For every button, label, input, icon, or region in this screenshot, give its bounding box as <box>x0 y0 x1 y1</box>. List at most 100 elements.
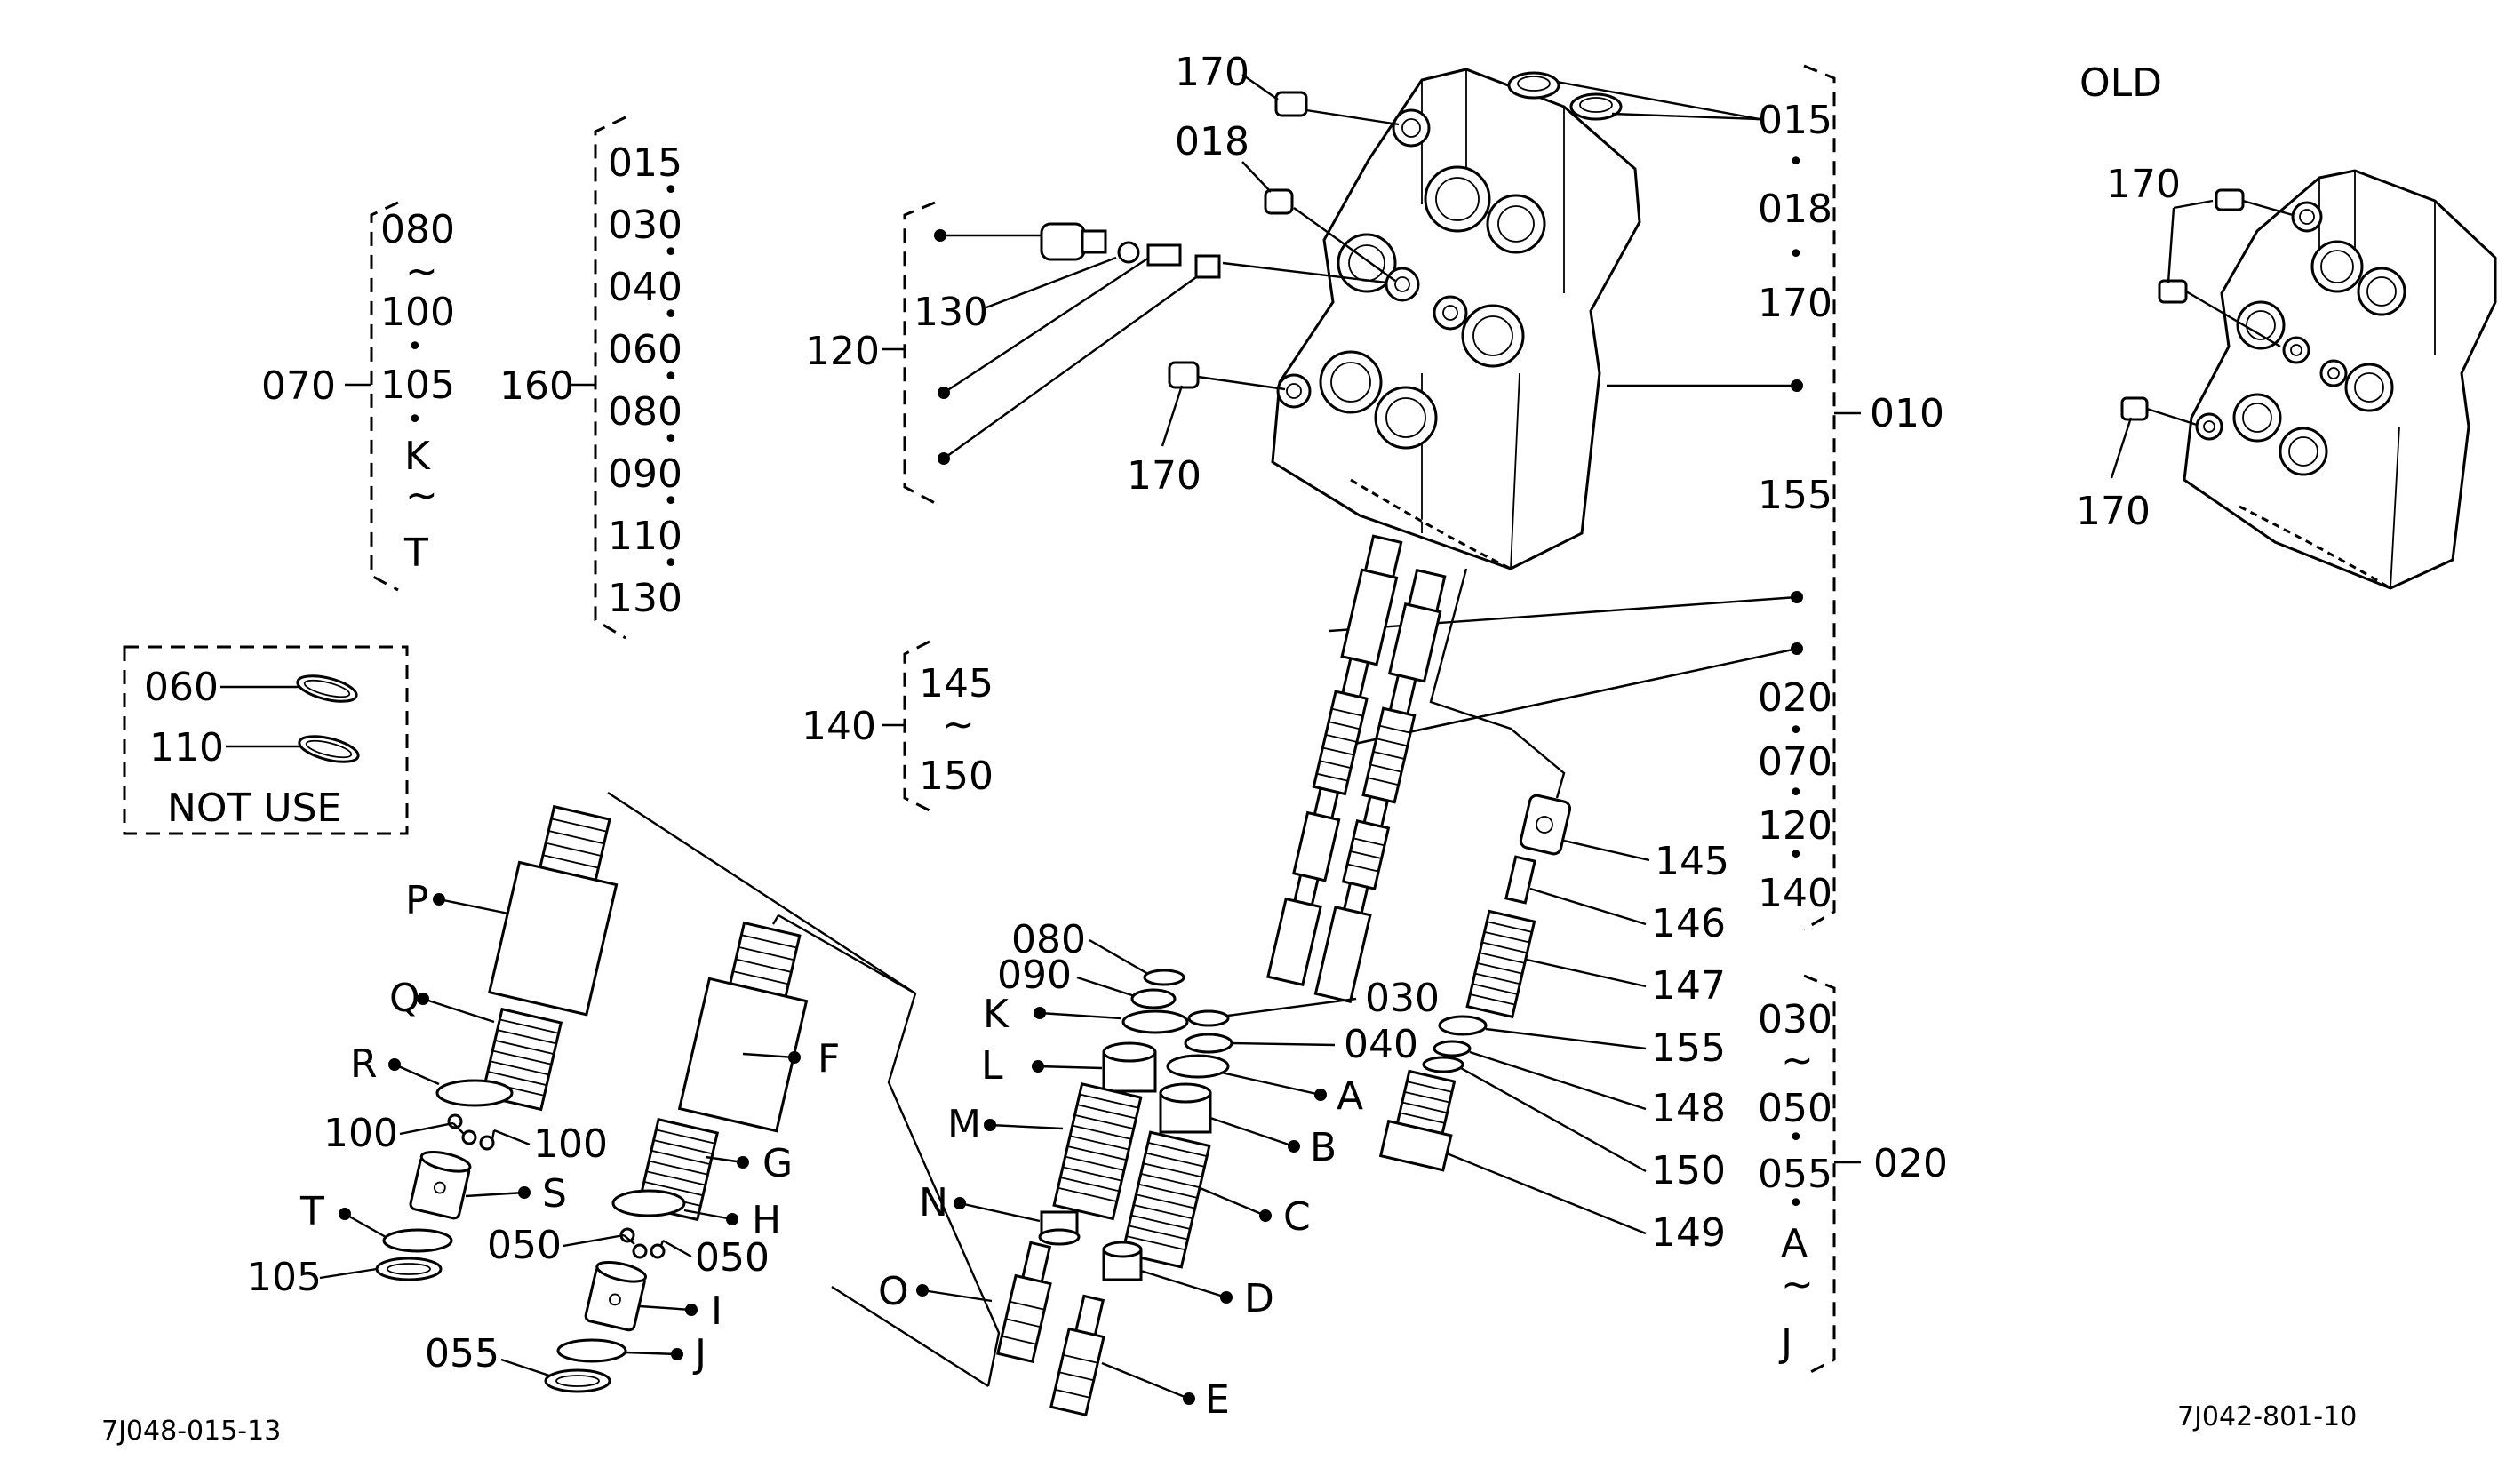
label-110: 110 <box>608 514 682 559</box>
plug-018 <box>1264 188 1294 215</box>
label-146: 146 <box>1651 901 1726 946</box>
label-145: 145 <box>1655 839 1729 884</box>
o-ring-110 <box>298 735 360 763</box>
disc-T <box>382 1228 453 1253</box>
disc-J <box>556 1338 627 1363</box>
label-T: T <box>299 1189 324 1234</box>
bullet: • <box>663 486 679 517</box>
bullet: • <box>1788 840 1804 871</box>
label-130: 130 <box>914 290 988 335</box>
label-R: R <box>350 1041 378 1087</box>
cartridge-P-assembly: P Q R 100 100 S T <box>247 791 1001 1387</box>
label-030: 030 <box>1365 976 1440 1021</box>
label-040: 040 <box>608 265 682 310</box>
poppet-146 <box>1504 855 1536 905</box>
label-080: 080 <box>1011 917 1086 962</box>
label-018: 018 <box>1175 119 1249 164</box>
o-ring-080 <box>1143 969 1185 986</box>
label-170: 170 <box>2076 489 2151 534</box>
label-105: 105 <box>247 1255 322 1300</box>
o-ring-148 <box>1433 1040 1472 1057</box>
label-080: 080 <box>608 389 682 435</box>
seal-A <box>1166 1054 1230 1079</box>
tilde: ~ <box>1781 1262 1814 1307</box>
label-D: D <box>1244 1276 1274 1321</box>
not-use-text: NOT USE <box>167 786 341 831</box>
o-ring-030 <box>1187 1009 1230 1027</box>
group-120-bracket: 120 130 <box>805 201 1221 505</box>
bullet: • <box>663 299 679 331</box>
label-120: 120 <box>1758 803 1832 849</box>
label-145: 145 <box>919 661 994 706</box>
o-ring-060 <box>296 674 358 703</box>
label-170: 170 <box>1175 50 1249 95</box>
label-055: 055 <box>425 1331 499 1376</box>
relief-valve-assembly: 145 146 147 155 148 150 149 <box>1378 568 1729 1256</box>
backup-ring-150 <box>1422 1056 1464 1073</box>
washer-155 <box>1438 1015 1488 1036</box>
drawing-code-right: 7J042-801-10 <box>2177 1401 2357 1432</box>
bullet: • <box>663 362 679 393</box>
label-170: 170 <box>2106 162 2181 207</box>
bullet: • <box>1788 1188 1804 1219</box>
group-070-bracket: 070 080 ~ 100 • 105 • K ~ T <box>261 201 455 592</box>
label-M: M <box>947 1102 981 1147</box>
label-030: 030 <box>1758 997 1832 1042</box>
label-050: 050 <box>695 1235 770 1281</box>
label-050: 050 <box>1758 1086 1832 1131</box>
label-149: 149 <box>1651 1210 1726 1256</box>
label-O: O <box>878 1269 909 1314</box>
label-020: 020 <box>1873 1141 1948 1186</box>
bullet-2: • <box>407 404 423 435</box>
label-K: K <box>404 434 431 479</box>
label-Q: Q <box>389 976 420 1021</box>
bullet: • <box>663 175 679 206</box>
plug-170-bottom <box>1168 361 1200 389</box>
snap-ring-105 <box>375 1257 443 1281</box>
not-use-box: 060 110 NOT USE <box>123 645 409 835</box>
o-ring-small <box>1117 241 1140 264</box>
label-160: 160 <box>499 363 574 409</box>
spring-147 <box>1465 909 1536 1019</box>
label-050: 050 <box>487 1223 562 1268</box>
label-150: 150 <box>1651 1148 1726 1193</box>
label-100: 100 <box>533 1121 608 1167</box>
valve-body-callouts: 170 018 170 <box>1127 50 1803 499</box>
plug-170-top <box>1274 91 1308 117</box>
label-040: 040 <box>1344 1022 1418 1067</box>
label-147: 147 <box>1651 963 1726 1009</box>
label-148: 148 <box>1651 1086 1726 1131</box>
label-S: S <box>542 1171 567 1217</box>
spool-right <box>1313 906 1372 1004</box>
snap-ring-055 <box>544 1368 611 1393</box>
label-B: B <box>1310 1125 1337 1170</box>
label-N: N <box>919 1180 948 1225</box>
bullet: • <box>1788 239 1804 270</box>
bullet: • <box>1788 1122 1804 1153</box>
bullet-1: • <box>407 331 423 363</box>
label-170: 170 <box>1758 281 1832 326</box>
label-110: 110 <box>149 725 224 770</box>
seal-K <box>1121 1009 1189 1034</box>
label-T: T <box>403 531 428 576</box>
label-015: 015 <box>608 140 682 186</box>
ring-R <box>435 1079 514 1107</box>
label-100: 100 <box>380 290 455 335</box>
label-130: 130 <box>608 576 682 621</box>
tilde-2: ~ <box>405 473 438 518</box>
bullet: • <box>1788 147 1804 178</box>
label-E: E <box>1205 1377 1230 1423</box>
old-plug-170-c <box>2120 396 2149 421</box>
label-L: L <box>981 1043 1003 1089</box>
label-120: 120 <box>805 329 880 374</box>
orifice <box>1194 254 1221 279</box>
old-plug-170-a <box>2215 188 2245 211</box>
label-020: 020 <box>1758 675 1832 721</box>
bullet: • <box>1788 778 1804 809</box>
label-060: 060 <box>608 327 682 372</box>
label-140: 140 <box>1758 871 1832 916</box>
label-H: H <box>752 1198 781 1243</box>
label-030: 030 <box>608 203 682 248</box>
label-J: J <box>692 1331 706 1376</box>
